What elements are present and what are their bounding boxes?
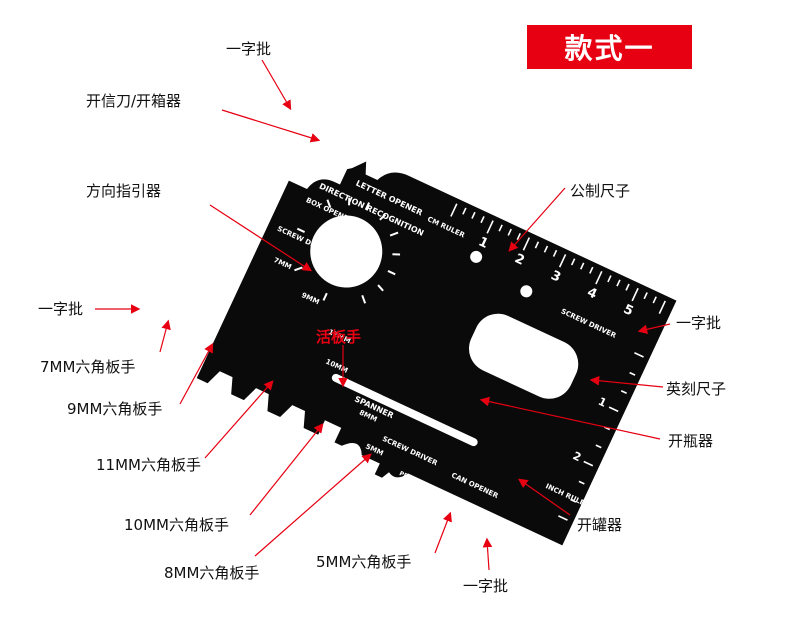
label-screwdriver-bottom: 一字批 (463, 577, 509, 595)
arrow-cm-ruler (508, 187, 566, 252)
label-cm-ruler: 公制尺子 (570, 182, 631, 200)
style-badge: 款式一 (527, 25, 692, 69)
label-wrench-5: 5MM六角板手 (316, 553, 412, 571)
label-wrench-11: 11MM六角板手 (96, 456, 201, 474)
label-wrench-7: 7MM六角板手 (40, 358, 136, 376)
arrow-screwdriver-top (261, 59, 292, 111)
card-body: LETTER OPENER BOX OPENER DIRECTION RECOG… (196, 161, 677, 546)
arrow-screwdriver-right (637, 323, 671, 335)
label-wrench-8: 8MM六角板手 (164, 564, 260, 582)
leader-arrows (95, 59, 671, 571)
arrow-direction (209, 204, 313, 272)
label-screwdriver-top: 一字批 (226, 40, 272, 58)
spanner-slot (331, 373, 478, 447)
arrow-wrench-10 (249, 423, 324, 516)
label-bottle-opener: 开瓶器 (668, 432, 714, 450)
arrow-bottle-opener (479, 396, 661, 440)
arrow-wrench-8 (254, 453, 372, 557)
rivet-hole-2 (520, 285, 533, 298)
label-spanner: 活板手 (316, 328, 362, 346)
arrow-wrench-7 (159, 319, 171, 353)
arrow-screwdriver-bottom (482, 537, 493, 571)
bottle-opener-hole (468, 313, 579, 399)
label-screwdriver-left: 一字批 (38, 300, 84, 318)
arrow-inch-ruler (589, 375, 664, 388)
arrow-wrench-11 (204, 380, 274, 459)
label-screwdriver-right: 一字批 (676, 314, 722, 332)
compass-hole (310, 215, 383, 288)
label-direction: 方向指引器 (86, 182, 162, 200)
compass-ticks (294, 197, 401, 304)
label-wrench-10: 10MM六角板手 (124, 516, 229, 534)
arrow-letter-opener (221, 109, 321, 143)
arrow-wrench-9 (179, 342, 214, 405)
arrow-wrench-5 (434, 511, 452, 554)
inch-ruler-ticks (558, 352, 644, 521)
label-can-opener: 开罐器 (577, 516, 623, 534)
label-wrench-9: 9MM六角板手 (67, 400, 163, 418)
label-letter-box-opener: 开信刀/开箱器 (86, 92, 182, 110)
cm-ruler-ticks (450, 203, 666, 314)
arrow-can-opener (518, 478, 571, 516)
label-inch-ruler: 英刻尺子 (666, 380, 727, 398)
rivet-hole-1 (470, 250, 483, 263)
